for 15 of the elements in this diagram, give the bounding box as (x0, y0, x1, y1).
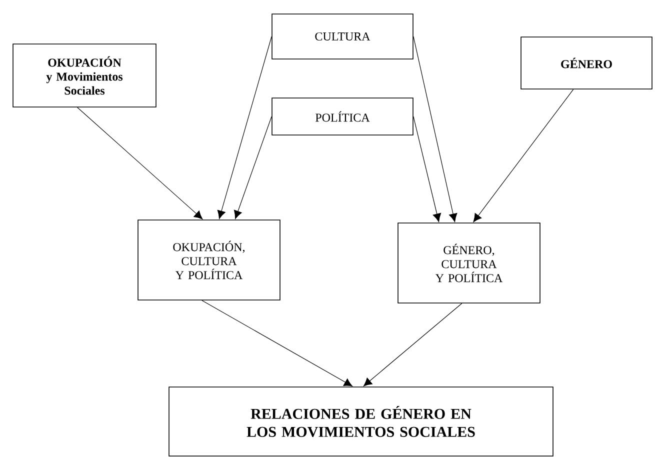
text-box: POLÍTICA (272, 98, 414, 136)
text-box: OKUPACIÓN y Movimientos Sociales (12, 44, 156, 108)
arrow (234, 116, 272, 219)
arrow (217, 36, 272, 219)
arrow (413, 36, 458, 222)
text-box: GÉNERO (520, 36, 652, 90)
arrow (413, 116, 442, 222)
arrow (77, 107, 203, 220)
text-box: RELACIONES DE GÉNERO EN LOS MOVIMIENTOS SOCIALES (168, 386, 554, 456)
arrow (363, 303, 462, 386)
text-box: OKUPACIÓN, CULTURA Y POLÍTICA (138, 220, 280, 300)
arrow (202, 300, 352, 386)
arrow (473, 89, 574, 222)
text-box: GÉNERO, CULTURA Y POLÍTICA (398, 222, 540, 304)
text-box: CULTURA (272, 14, 414, 60)
